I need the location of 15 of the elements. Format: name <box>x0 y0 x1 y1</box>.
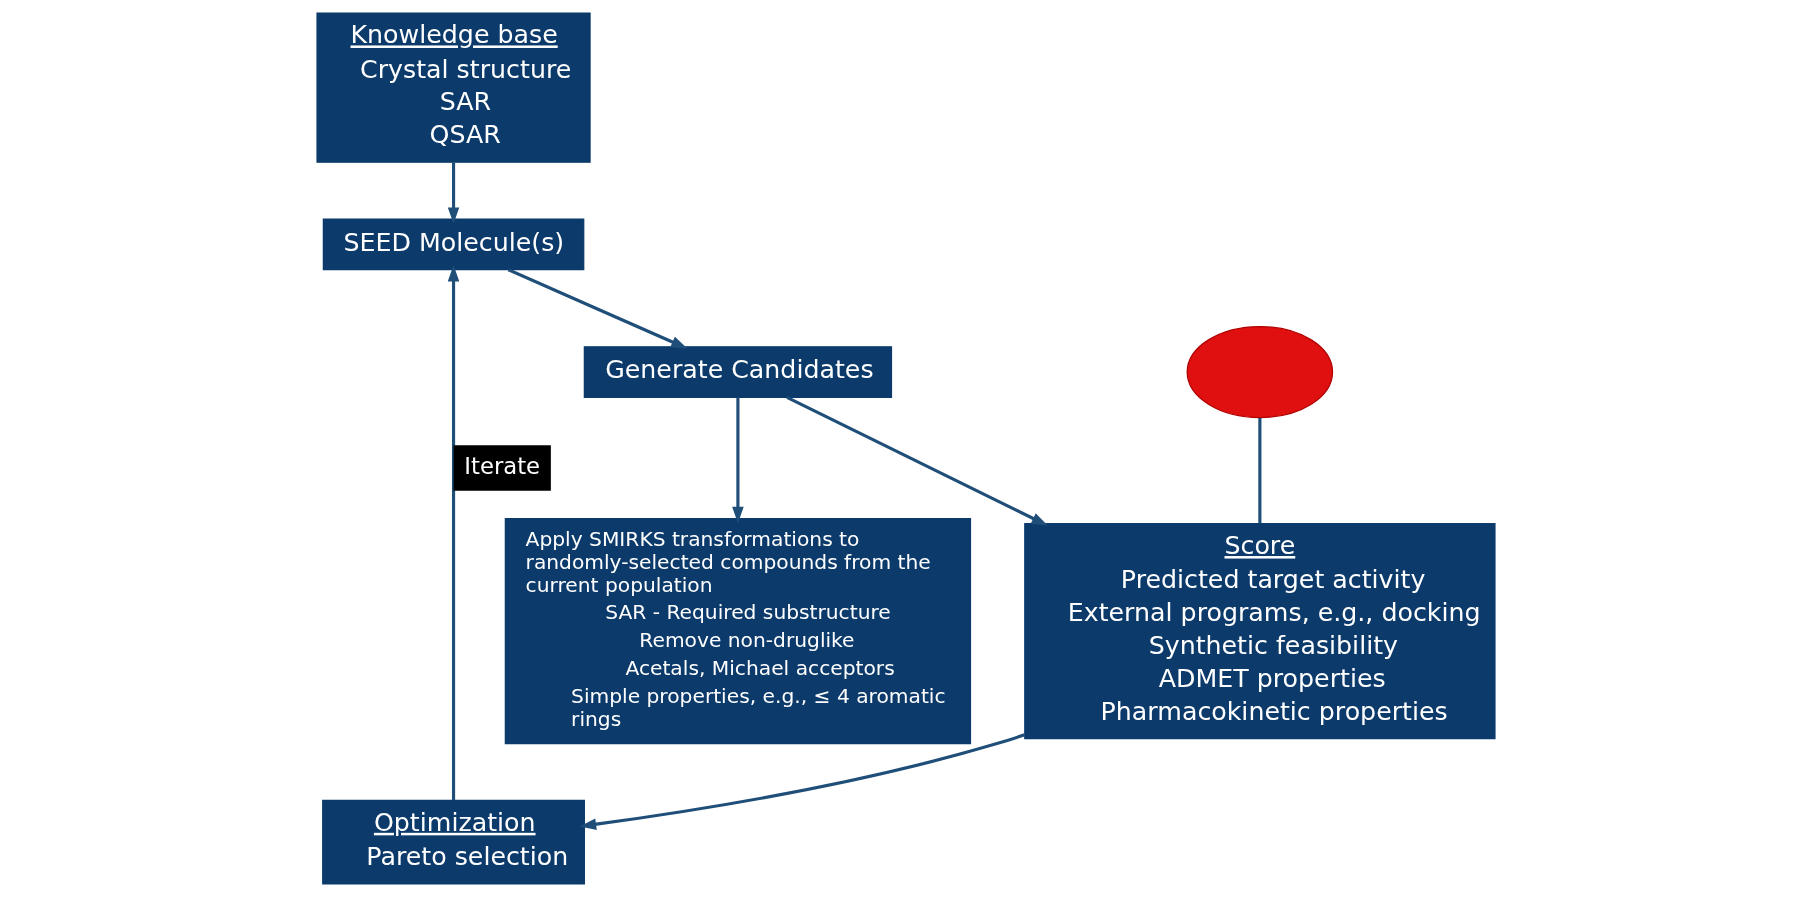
arrow <box>579 733 1026 830</box>
node-ellipse <box>1186 325 1334 419</box>
node-box: Optimization Pareto selection <box>322 799 585 885</box>
arrow <box>447 264 460 801</box>
arrow <box>447 162 460 224</box>
arrow <box>507 268 688 349</box>
node-box: Knowledge base Crystal structure SAR QSAR <box>316 12 591 163</box>
connector <box>1258 418 1262 524</box>
arrow <box>786 396 1049 526</box>
edge-label: Iterate <box>464 452 541 479</box>
node-box: Apply SMIRKS transformations to randomly-selected compounds from the current population SAR - Required substructure Remove non-druglike Acetals, Michael acceptors Simple properties, e.g., ≤ 4 aromatic rings <box>504 518 972 745</box>
node-box: Generate Candidates <box>583 346 893 398</box>
node-box: SEED Molecule(s) <box>322 218 585 271</box>
arrow <box>732 397 744 524</box>
node-box: Score Predicted target activity External programs, e.g., docking Synthetic feasibility ADMET properties Pharmacokinetic properties <box>1024 523 1496 740</box>
